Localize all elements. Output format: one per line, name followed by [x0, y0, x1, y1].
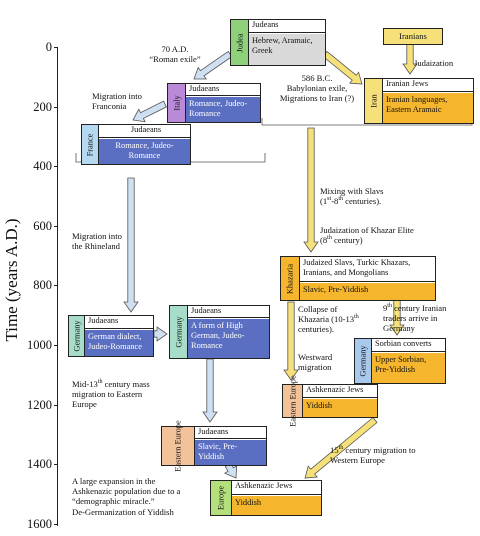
people-label-sorbian: Sorbian converts [372, 339, 445, 352]
y-axis-tick-mark [54, 225, 58, 227]
region-label-france: France [82, 125, 99, 164]
note-roman-exile: 70 A.D. “Roman exile” [149, 44, 201, 65]
people-label-europe: Ashkenazic Jews [232, 481, 321, 495]
arrow-germany2-to-eastern-europe [202, 358, 218, 423]
language-label-eastern-europe-1: Yiddish [303, 399, 377, 417]
people-label-germany-2: Judaeans [188, 306, 269, 318]
y-axis-tick-mark [54, 285, 58, 287]
node-judea: Judea Judeans Hebrew, Aramaic, Greek [230, 19, 326, 66]
note-rhineland: Migration into the Rhineland [72, 231, 122, 252]
node-germany-2: Germany Judaeans A form of High German, … [169, 305, 270, 359]
language-label-italy: Romance, Judeo-Romance [186, 97, 260, 122]
y-axis-tick-label: 1600 [27, 516, 52, 531]
arrow-traders-to-sorbian [389, 297, 405, 336]
people-label-italy: Judaeans [186, 84, 260, 96]
region-label-khazaria: Khazaria [281, 257, 300, 300]
language-label-germany-1: German dialect, Judeo-Romance [85, 330, 153, 356]
arrow-germany1-to-germany2 [153, 326, 168, 342]
people-label-khazaria: Judaized Slavs, Turkic Khazars, Iranians… [300, 257, 435, 282]
region-label-eastern-europe-2: Eastern Europe [162, 420, 195, 472]
region-label-germany-2: Germany [170, 306, 188, 358]
note-franconia: Migration into Franconia [92, 91, 142, 112]
people-label-eastern-europe-2: Judaeans [195, 427, 266, 439]
people-label-eastern-europe-1: Ashkenazic Jews [303, 385, 377, 398]
y-axis-tick-label: 600 [33, 218, 52, 233]
y-axis-tick-label: 200 [33, 99, 52, 114]
note-iranian-traders: 9th century Iranian traders arrive in Ge… [383, 303, 447, 334]
arrow-judea-to-italy [193, 50, 233, 80]
y-axis-tick-mark [54, 345, 58, 346]
arrow-france-to-germany [123, 177, 139, 313]
arrow-iran-to-khazaria [303, 127, 319, 253]
y-axis-tick-label: 1200 [27, 397, 52, 412]
note-mass-migration: Mid-13th century mass migration to Easte… [72, 379, 150, 410]
y-axis-line [57, 48, 58, 526]
y-axis-tick-label: 400 [33, 159, 52, 174]
region-label-italy: Italy [168, 84, 186, 122]
y-axis-tick-label: 0 [45, 40, 52, 54]
node-eastern-europe-1: Eastern Europe Ashkenazic Jews Yiddish [282, 375, 378, 427]
language-label-khazaria: Slavic, Pre-Yiddish [300, 283, 435, 300]
region-label-judea: Judea [231, 20, 249, 65]
arrow-khazaria-to-eastern-europe [283, 301, 299, 381]
arrow-judaization [402, 43, 418, 75]
y-axis-tick-label: 800 [33, 278, 52, 293]
region-label-eastern-europe-1: Eastern Europe [283, 375, 303, 427]
y-axis-tick-mark [54, 47, 58, 48]
y-axis-tick-mark [54, 166, 58, 168]
node-italy: Italy Judaeans Romance, Judeo-Romance [167, 83, 261, 123]
language-label-europe: Yiddish [232, 496, 321, 515]
node-sorbian: Germany Sorbian converts Upper Sorbian, … [354, 338, 446, 384]
arrow-italy-to-france [132, 100, 167, 123]
people-label-germany-1: Judaeans [85, 316, 153, 329]
language-label-france: Romance, Judeo-Romance [99, 139, 190, 164]
note-westward-migration: Westward migration [298, 352, 333, 373]
note-khazar-elite: Judaization of Khazar Elite (8th century… [320, 225, 414, 246]
people-label-france: Judaeans [99, 125, 190, 138]
note-15th-century-migration: 15th century migration to Western Europe [330, 445, 416, 466]
region-label-germany-1: Germany [69, 316, 85, 356]
y-axis-tick-mark [54, 106, 58, 108]
note-judaization: Judaization [414, 58, 454, 68]
note-babylonian-exile: 586 B.C. Babylonian exile, Migrations to… [279, 73, 355, 104]
y-axis-tick-mark [54, 464, 58, 466]
node-germany-1: Germany Judaeans German dialect, Judeo-R… [68, 315, 154, 357]
node-iranians: Iranians [383, 28, 443, 45]
node-eastern-europe-2: Eastern Europe Judaeans Slavic, Pre-Yidd… [161, 420, 267, 472]
arrow-judea-to-iran [322, 50, 363, 85]
note-mixing-slavs: Mixing with Slavs (1st-8th centuries). [320, 186, 384, 207]
node-france: France Judaeans Romance, Judeo-Romance [81, 124, 191, 165]
region-label-sorbian: Germany [355, 339, 372, 383]
arrow-eastern-europe-to-western-europe [304, 416, 378, 479]
node-iran: Iran Iranian Jews Iranian languages, Eas… [364, 78, 474, 124]
language-label-germany-2: A form of High German, Judeo-Romance [188, 319, 269, 358]
region-label-europe: Europe [211, 481, 232, 515]
node-europe: Europe Ashkenazic Jews Yiddish [210, 480, 322, 516]
y-axis-tick-label: 1000 [27, 338, 52, 352]
language-label-eastern-europe-2: Slavic, Pre-Yiddish [195, 440, 266, 465]
y-axis-tick-mark [54, 404, 58, 406]
language-label-iran: Iranian languages, Eastern Aramaic [383, 93, 473, 123]
language-label-judea: Hebrew, Aramaic, Greek [249, 34, 325, 65]
people-label-iran: Iranian Jews [383, 79, 473, 92]
language-label-sorbian: Upper Sorbian, Pre-Yiddish [372, 353, 445, 383]
note-collapse-khazaria: Collapse of Khazaria (10-13th centuries)… [298, 304, 359, 335]
people-label-judea: Judeans [249, 20, 325, 33]
note-demographic-expansion: A large expansion in the Ashkenazic popu… [72, 476, 181, 517]
node-khazaria: Khazaria Judaized Slavs, Turkic Khazars,… [280, 256, 436, 301]
y-axis-tick-mark [54, 523, 58, 525]
region-label-iran: Iran [365, 79, 383, 123]
y-axis-tick-label: 1400 [27, 457, 52, 472]
